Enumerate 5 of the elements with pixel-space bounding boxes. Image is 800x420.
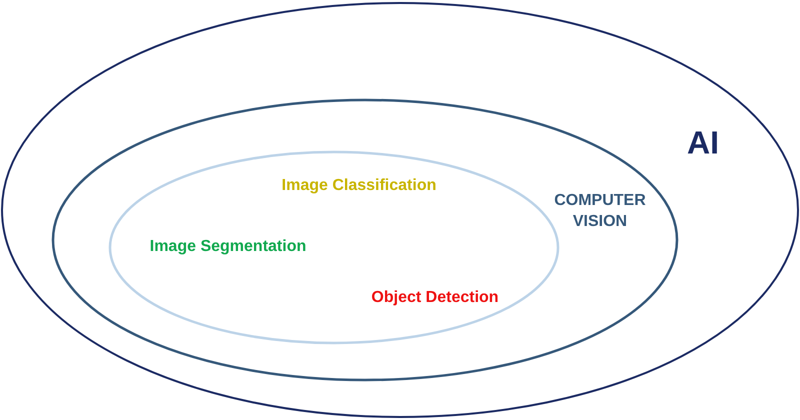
category-label: Image Segmentation (150, 238, 306, 256)
computer-vision-label: COMPUTER VISION (553, 191, 647, 232)
ai-label: AI (687, 124, 719, 162)
category-label: Image Classification (282, 177, 436, 195)
category-label: Object Detection (371, 289, 499, 307)
